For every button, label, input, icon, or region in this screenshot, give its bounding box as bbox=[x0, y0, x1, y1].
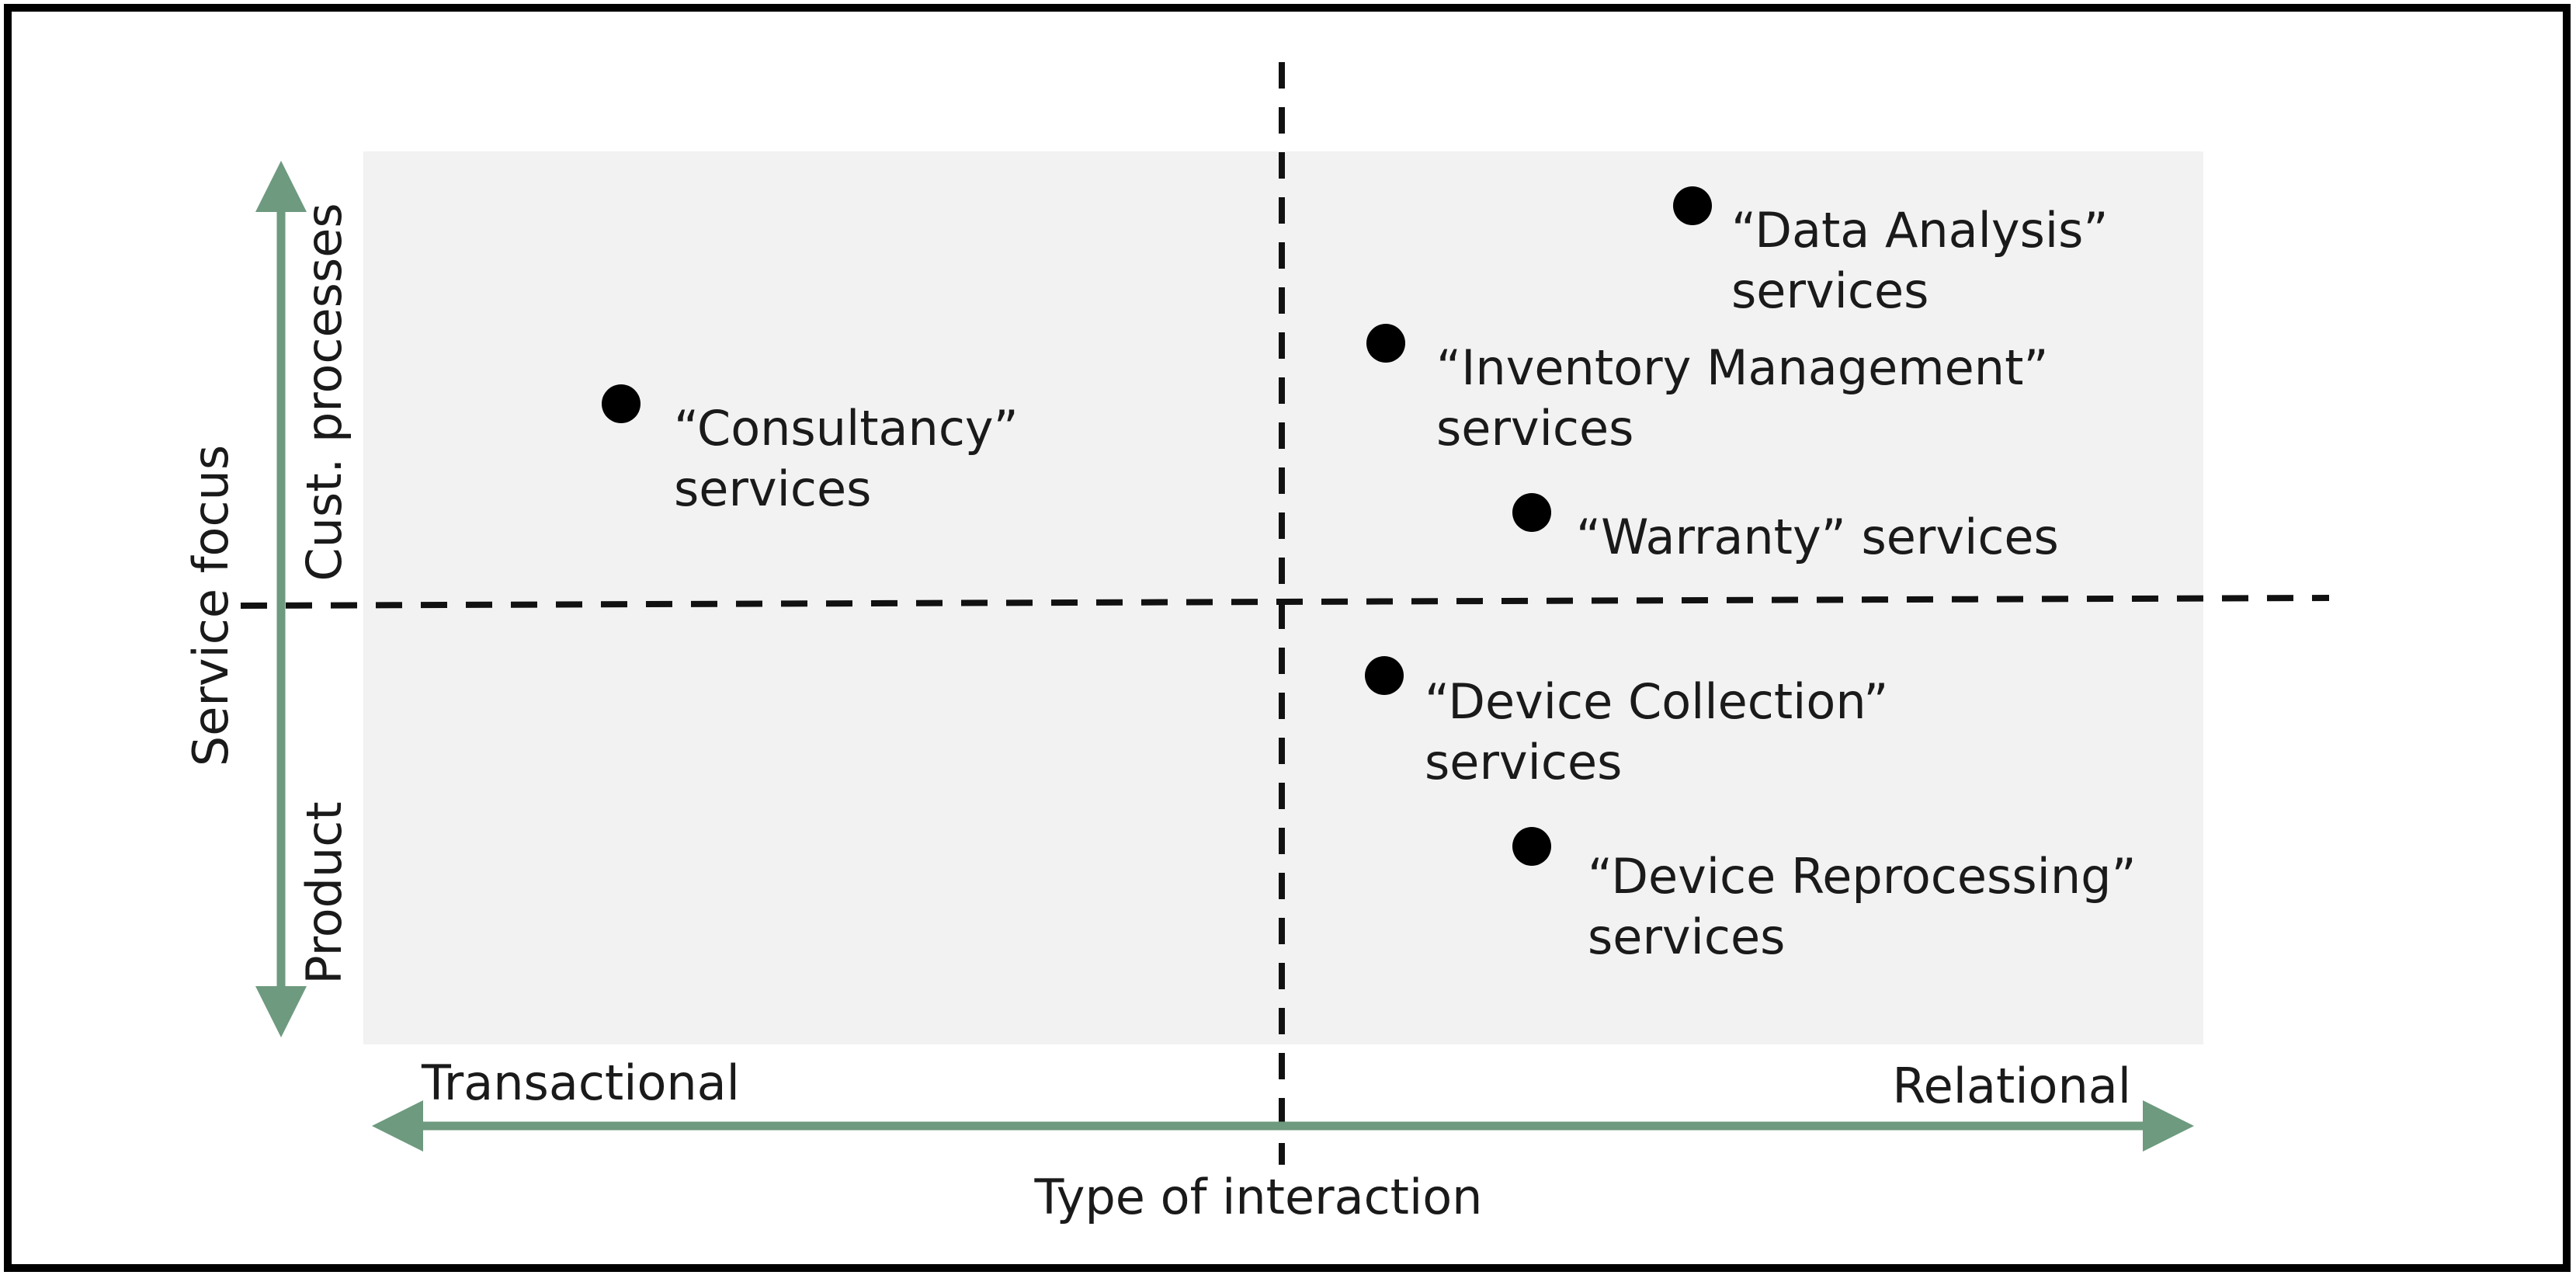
service-point-dot bbox=[1673, 186, 1712, 225]
service-point-dot bbox=[1512, 493, 1551, 532]
y-axis-title: Service focus bbox=[182, 445, 239, 766]
service-point-label: “Warranty” services bbox=[1576, 509, 2059, 565]
service-point-label: services bbox=[1425, 734, 1622, 790]
service-point-dot bbox=[602, 384, 641, 423]
service-point-label: services bbox=[1588, 909, 1785, 965]
service-point-label: “Consultancy” bbox=[674, 400, 1019, 457]
x-axis-right-label: Relational bbox=[1892, 1058, 2131, 1114]
service-point-label: services bbox=[674, 460, 871, 517]
service-point-label: “Inventory Management” bbox=[1436, 339, 2049, 396]
service-point-dot bbox=[1366, 324, 1405, 363]
x-axis-left-label: Transactional bbox=[421, 1054, 740, 1111]
x-axis-title: Type of interaction bbox=[1034, 1169, 1483, 1225]
service-point-label: “Device Reprocessing” bbox=[1588, 848, 2137, 905]
service-point-label: “Data Analysis” bbox=[1731, 202, 2109, 259]
horizontal-divider bbox=[240, 595, 2330, 609]
points-layer: “Consultancy”services“Data Analysis”serv… bbox=[602, 186, 2137, 965]
service-point-label: services bbox=[1731, 262, 1929, 319]
service-point-dot bbox=[1365, 656, 1404, 695]
service-point-label: “Device Collection” bbox=[1425, 673, 1888, 730]
y-axis-top-label: Cust. processes bbox=[296, 203, 352, 581]
y-axis-bottom-label: Product bbox=[296, 801, 352, 984]
service-point-dot bbox=[1512, 827, 1551, 866]
service-point-label: services bbox=[1436, 400, 1633, 457]
